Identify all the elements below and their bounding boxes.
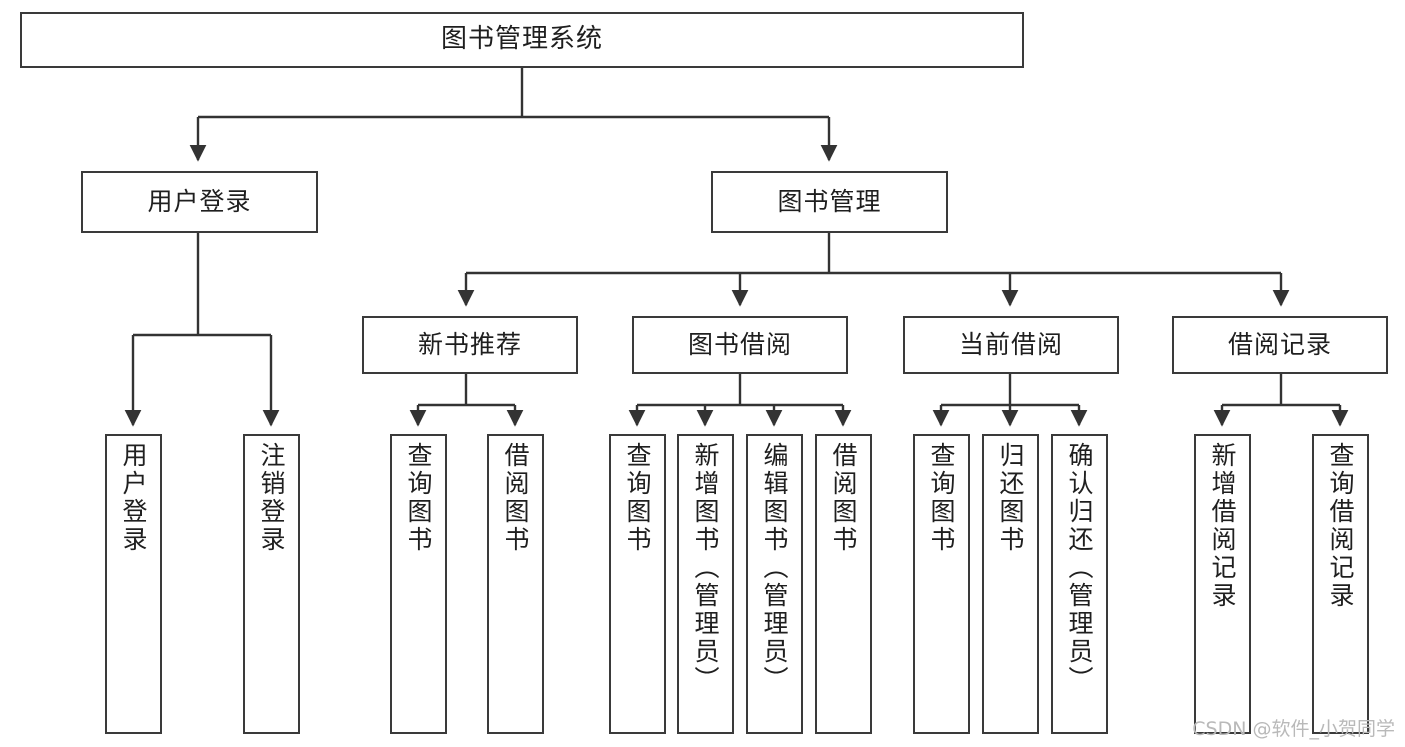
node-leaf-query-book-2-label: 查询图书 (623, 442, 652, 554)
node-root-label: 图书管理系统 (440, 24, 603, 55)
node-borrow-record[interactable]: 借阅记录 (1172, 316, 1388, 374)
node-leaf-query-record-label: 查询借阅记录 (1326, 442, 1355, 610)
node-new-book-recommend[interactable]: 新书推荐 (362, 316, 578, 374)
node-new-book-recommend-label: 新书推荐 (417, 329, 522, 359)
node-leaf-add-record-label: 新增借阅记录 (1208, 442, 1237, 610)
node-book-manage-label: 图书管理 (777, 186, 882, 216)
node-leaf-query-book-2[interactable]: 查询图书 (609, 434, 666, 734)
node-leaf-add-record[interactable]: 新增借阅记录 (1194, 434, 1251, 734)
node-root[interactable]: 图书管理系统 (20, 12, 1024, 68)
node-leaf-edit-book-label: 编辑图书（管理员） (760, 442, 789, 694)
node-current-borrow-label: 当前借阅 (958, 329, 1063, 359)
node-leaf-user-logout[interactable]: 注销登录 (243, 434, 300, 734)
node-book-borrow-label: 图书借阅 (687, 329, 792, 359)
node-borrow-record-label: 借阅记录 (1227, 329, 1332, 359)
node-leaf-user-logout-label: 注销登录 (257, 442, 286, 554)
node-leaf-query-book-1[interactable]: 查询图书 (390, 434, 447, 734)
node-book-manage[interactable]: 图书管理 (711, 171, 948, 233)
node-leaf-query-book-3[interactable]: 查询图书 (913, 434, 970, 734)
node-leaf-edit-book[interactable]: 编辑图书（管理员） (746, 434, 803, 734)
node-leaf-add-book-label: 新增图书（管理员） (691, 442, 720, 694)
node-leaf-query-record[interactable]: 查询借阅记录 (1312, 434, 1369, 734)
node-leaf-return-book[interactable]: 归还图书 (982, 434, 1039, 734)
node-leaf-query-book-1-label: 查询图书 (404, 442, 433, 554)
csdn-watermark: CSDN @软件_小贺同学 (1192, 718, 1395, 740)
node-leaf-borrow-book-2-label: 借阅图书 (829, 442, 858, 554)
node-leaf-user-login[interactable]: 用户登录 (105, 434, 162, 734)
node-leaf-return-book-label: 归还图书 (996, 442, 1025, 554)
node-leaf-add-book[interactable]: 新增图书（管理员） (677, 434, 734, 734)
node-leaf-borrow-book-1-label: 借阅图书 (501, 442, 530, 554)
node-leaf-confirm-return-label: 确认归还（管理员） (1065, 442, 1094, 694)
node-leaf-query-book-3-label: 查询图书 (927, 442, 956, 554)
node-leaf-borrow-book-2[interactable]: 借阅图书 (815, 434, 872, 734)
node-leaf-confirm-return[interactable]: 确认归还（管理员） (1051, 434, 1108, 734)
node-book-borrow[interactable]: 图书借阅 (632, 316, 848, 374)
node-current-borrow[interactable]: 当前借阅 (903, 316, 1119, 374)
node-leaf-borrow-book-1[interactable]: 借阅图书 (487, 434, 544, 734)
node-user-login-label: 用户登录 (147, 186, 252, 216)
node-leaf-user-login-label: 用户登录 (119, 442, 148, 554)
node-user-login[interactable]: 用户登录 (81, 171, 318, 233)
